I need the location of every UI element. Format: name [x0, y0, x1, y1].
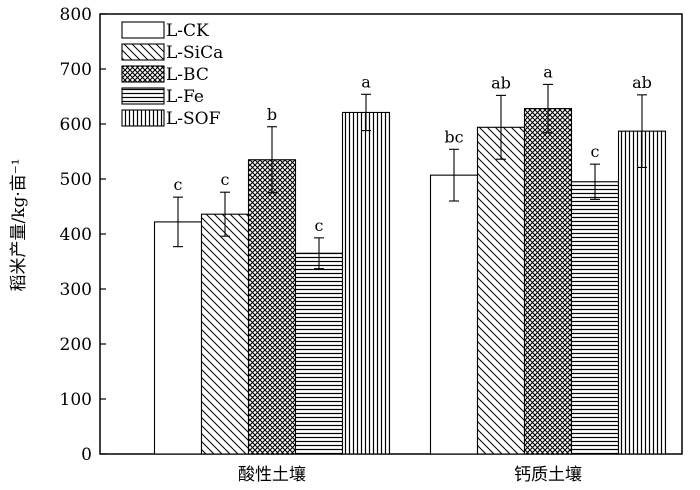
legend-swatch — [121, 87, 165, 105]
y-tick-label: 800 — [60, 5, 92, 25]
significance-letter: ab — [491, 73, 511, 92]
bar-l-ck — [153, 221, 203, 455]
bar-l-ck — [429, 174, 479, 455]
legend-label: L-CK — [166, 21, 209, 41]
bar-l-sof — [617, 130, 667, 455]
bar-l-fe — [294, 252, 344, 455]
y-axis-label: 稻米产量/kg·亩⁻¹ — [9, 158, 29, 291]
legend-swatch — [121, 43, 165, 61]
significance-letter: b — [267, 105, 277, 124]
significance-letter: a — [543, 62, 553, 81]
legend-label: L-SOF — [166, 109, 221, 129]
y-tick-label: 100 — [60, 390, 92, 410]
y-tick-label: 700 — [60, 60, 92, 80]
significance-letter: ab — [632, 73, 652, 92]
axes: 0 100 200 300 400 500 600 700 800 酸性土壤 钙质土壤 — [60, 5, 683, 485]
bar-l-sica — [200, 213, 250, 455]
legend-swatch — [121, 65, 165, 83]
bar-l-bc — [523, 108, 573, 455]
bars: c bc c ab b a c c a ab — [153, 62, 667, 455]
y-tick-label: 0 — [81, 445, 92, 465]
legend-label: L-Fe — [166, 87, 204, 107]
significance-letter: c — [315, 216, 324, 235]
y-tick-label: 600 — [60, 115, 92, 135]
significance-letter: c — [174, 175, 183, 194]
bar-l-bc — [247, 159, 297, 455]
legend-swatch — [121, 109, 165, 127]
significance-letter: bc — [444, 127, 463, 146]
y-tick-label: 200 — [60, 335, 92, 355]
significance-letter: c — [221, 170, 230, 189]
significance-letter: a — [361, 72, 371, 91]
bar-l-sica — [476, 126, 526, 455]
x-tick-label: 钙质土壤 — [514, 464, 582, 485]
legend-swatch — [121, 21, 165, 39]
x-tick-label: 酸性土壤 — [238, 464, 306, 485]
y-tick-label: 300 — [60, 280, 92, 300]
legend-label: L-SiCa — [166, 43, 223, 63]
y-tick-label: 500 — [60, 170, 92, 190]
bar-l-sof — [341, 111, 391, 455]
bar-l-fe — [570, 181, 620, 455]
y-tick-label: 400 — [60, 225, 92, 245]
legend-label: L-BC — [166, 65, 209, 85]
significance-letter: c — [591, 142, 600, 161]
